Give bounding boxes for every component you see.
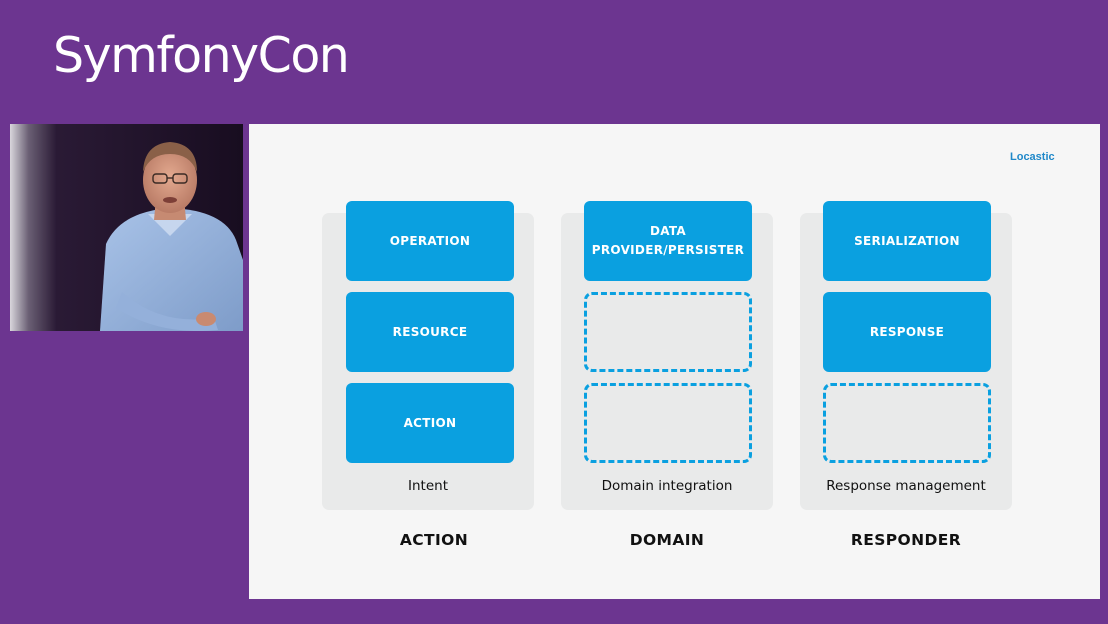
response-box: RESPONSE: [823, 292, 991, 372]
speaker-video: [10, 124, 243, 331]
operation-box: OPERATION: [346, 201, 514, 281]
domain-title: DOMAIN: [629, 531, 705, 549]
responder-caption: Response management: [826, 478, 986, 494]
event-logo: SymfonyCon: [53, 27, 350, 84]
serialization-box: SERIALIZATION: [823, 201, 991, 281]
resource-box: RESOURCE: [346, 292, 514, 372]
domain-placeholder-box: [584, 292, 752, 372]
action-title: ACTION: [399, 531, 469, 549]
action-box: ACTION: [346, 383, 514, 463]
action-caption: Intent: [408, 478, 448, 494]
responder-placeholder-box: [823, 383, 991, 463]
speaker-image: [10, 124, 243, 331]
responder-title: RESPONDER: [850, 531, 962, 549]
data-provider-box: DATA PROVIDER/PERSISTER: [584, 201, 752, 281]
domain-caption: Domain integration: [601, 478, 733, 494]
slide-brand-logo: Locastic: [1010, 151, 1055, 163]
domain-placeholder-box: [584, 383, 752, 463]
